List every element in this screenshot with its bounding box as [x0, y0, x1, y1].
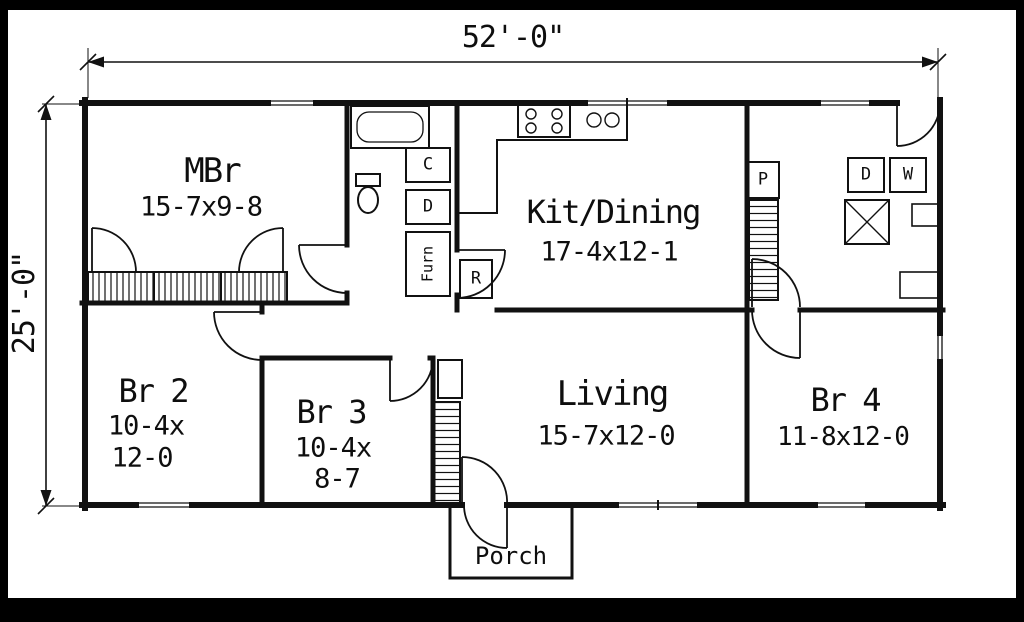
utility-fixtures — [746, 157, 941, 299]
kitchen-fixtures — [457, 103, 628, 299]
closet-box — [405, 147, 451, 183]
room-size-kitchen-dining: 17-4x12-1 — [540, 236, 678, 268]
toilet-bowl — [357, 186, 379, 214]
dim-width-label: 52'-0" — [461, 20, 565, 55]
fixture-label-furnace: Furn — [418, 245, 437, 283]
room-size-br3-a: 10-4x — [294, 432, 372, 464]
fixture-label-washer: W — [902, 164, 914, 185]
exterior-walls — [79, 97, 946, 511]
room-size-br4: 11-8x12-0 — [777, 422, 910, 452]
sink-bowl — [604, 112, 620, 128]
fixture-label-closet: C — [422, 154, 434, 175]
dryer-box — [847, 157, 885, 193]
room-label-porch: Porch — [474, 542, 548, 570]
pantry-box — [746, 161, 780, 199]
fixture-label-refrigerator: R — [470, 268, 482, 289]
room-label-br3: Br 3 — [296, 393, 367, 431]
room-label-br4: Br 4 — [810, 381, 881, 419]
bathtub — [350, 105, 430, 149]
room-size-living: 15-7x12-0 — [537, 420, 675, 452]
room-size-br3-b: 8-7 — [314, 463, 361, 495]
fixture-label-pantry: P — [757, 169, 769, 190]
room-label-living: Living — [556, 374, 670, 414]
water-heater — [844, 199, 890, 245]
washer-box — [889, 157, 927, 193]
fixture-label-dresser: D — [422, 196, 434, 217]
kitchen-counter — [457, 103, 628, 214]
toilet-tank — [355, 173, 381, 187]
interior-walls — [79, 100, 946, 508]
dresser-box — [405, 189, 451, 225]
porch-outline — [448, 508, 574, 580]
sink-bowl — [586, 112, 602, 128]
room-size-mbr: 15-7x9-8 — [139, 191, 263, 223]
dim-height-label: 25'-0" — [7, 251, 42, 355]
room-label-kitchen-dining: Kit/Dining — [526, 193, 702, 231]
fixture-label-dryer: D — [860, 164, 872, 185]
bath-fixtures — [350, 105, 451, 297]
stove — [517, 104, 571, 138]
room-size-br2-a: 10-4x — [107, 410, 185, 442]
refrigerator-box — [459, 259, 493, 299]
closets — [87, 199, 779, 506]
room-label-mbr: MBr — [184, 151, 241, 191]
room-size-br2-b: 12-0 — [111, 442, 173, 474]
room-label-br2: Br 2 — [118, 372, 189, 410]
dimension-lines — [37, 48, 947, 515]
furnace-box — [405, 231, 451, 297]
